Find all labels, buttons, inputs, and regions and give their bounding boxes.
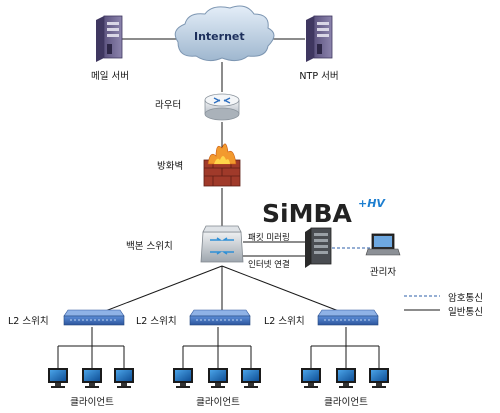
simba-logo: SiMBA +HV <box>262 197 385 228</box>
client-pc-icon <box>369 368 389 388</box>
firewall-icon <box>203 143 241 187</box>
l2-switch-left-icon <box>63 309 125 326</box>
mail-server-label: 메일 서버 <box>91 71 129 82</box>
legend-encrypted-label: 암호통신 <box>448 293 483 304</box>
router-icon <box>204 93 240 121</box>
backbone-switch-label: 백본 스위치 <box>126 241 173 252</box>
internet-connection-label: 인터넷 연결 <box>248 260 290 270</box>
connection-lines <box>57 38 380 368</box>
client-pc-icon <box>114 368 134 388</box>
client-pc-icon <box>301 368 321 388</box>
internet-cloud-icon <box>174 5 275 62</box>
client-pc-icon <box>48 368 68 388</box>
client-pc-icon <box>173 368 193 388</box>
l2-switch-center-icon <box>189 309 251 326</box>
firewall-label: 방화벽 <box>157 161 184 172</box>
client-left-label: 클라이언트 <box>70 397 114 408</box>
client-pc-icon <box>82 368 102 388</box>
client-center-label: 클라이언트 <box>196 397 240 408</box>
router-label: 라우터 <box>155 100 182 111</box>
link-backbone-l2-right <box>221 265 350 316</box>
admin-label: 관리자 <box>369 267 397 278</box>
packet-mirroring-label: 패킷 미러링 <box>248 233 290 243</box>
simba-logo-sup: +HV <box>358 197 385 210</box>
backbone-switch-icon <box>200 225 244 263</box>
link-backbone-l2-left <box>94 265 223 316</box>
l2-switch-right-label: L2 스위치 <box>264 316 305 327</box>
l2-switch-left-label: L2 스위치 <box>8 316 49 327</box>
client-pc-icon <box>241 368 261 388</box>
simba-appliance-icon <box>305 227 332 268</box>
client-pc-icon <box>208 368 228 388</box>
legend-normal-label: 일반통신 <box>448 307 483 318</box>
simba-logo-text: SiMBA <box>262 199 352 228</box>
ntp-server-icon <box>306 15 333 62</box>
client-pc-icon <box>336 368 356 388</box>
internet-label: Internet <box>194 30 245 43</box>
client-right-label: 클라이언트 <box>324 397 368 408</box>
admin-laptop-icon <box>365 233 401 256</box>
l2-switch-center-label: L2 스위치 <box>136 316 177 327</box>
client-pcs <box>48 368 389 388</box>
l2-switch-right-icon <box>317 309 379 326</box>
mail-server-icon <box>96 15 123 62</box>
ntp-server-label: NTP 서버 <box>299 71 339 82</box>
